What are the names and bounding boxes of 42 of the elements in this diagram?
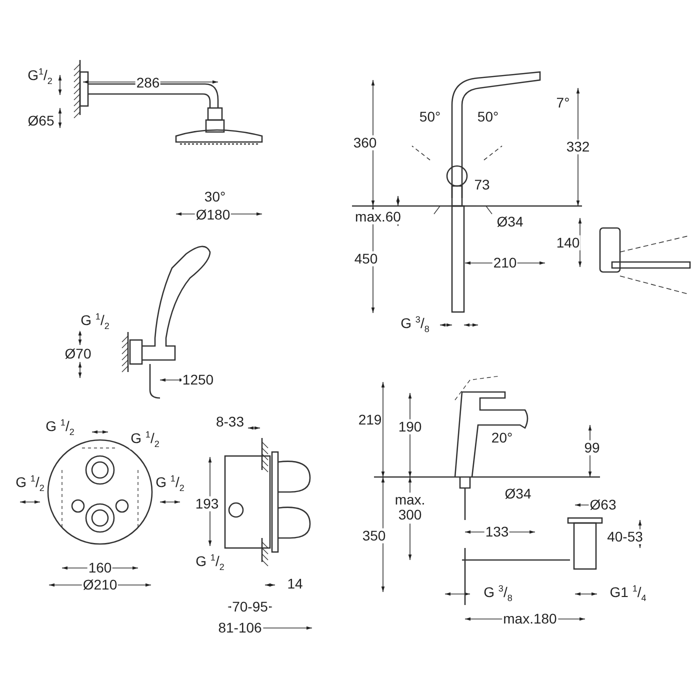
dimension-label: 1250 [181, 372, 215, 388]
dimension-label: G$^{1}$/$_{2}$ [26, 67, 54, 87]
dimension-label: Ø70 [64, 346, 92, 362]
dimension-label: 73 [473, 177, 491, 193]
dimension-label: G $^{1}$/$_{2}$ [154, 474, 186, 494]
dimension-label: G $^{1}$/$_{2}$ [194, 553, 226, 573]
dimension-label: 50° [476, 109, 500, 125]
dimension-label: 70-95 [231, 599, 269, 615]
dimension-label: 210 [492, 255, 518, 271]
dimension-label: 8-33 [214, 414, 246, 430]
dimension-label: 50° [418, 109, 442, 125]
dimension-label: max.180 [502, 611, 558, 627]
dimension-label: 140 [555, 235, 581, 251]
dimension-label: G1 $^{1}$/$_{4}$ [608, 584, 648, 604]
dimension-label: Ø65 [26, 113, 56, 129]
dimension-label: Ø180 [194, 207, 232, 223]
dimension-label: G $^{1}$/$_{2}$ [44, 418, 76, 438]
dimension-label: G $^{1}$/$_{2}$ [80, 312, 110, 332]
dimension-label: 133 [484, 524, 510, 540]
dimension-label: Ø63 [588, 497, 618, 513]
dimension-label: 350 [361, 528, 387, 544]
dimension-label: 193 [194, 496, 220, 512]
dimension-label: 40-53 [606, 529, 644, 545]
dimension-label: 81-106 [217, 620, 263, 636]
dimension-label: 286 [135, 75, 161, 91]
dimension-label: 160 [87, 560, 113, 576]
dimension-label: 360 [352, 135, 378, 151]
dimension-label: G $^{1}$/$_{2}$ [14, 474, 46, 494]
dimension-label: G $^{3}$/$_{8}$ [400, 315, 430, 335]
dimension-label: Ø34 [504, 486, 532, 502]
dimension-label: G $^{3}$/$_{8}$ [482, 584, 514, 604]
dimension-label: 450 [353, 251, 379, 267]
dimension-label: 30° [203, 189, 227, 205]
dimension-label: Ø210 [82, 577, 118, 593]
dimension-label: 20° [490, 430, 514, 446]
dimension-label: 219 [357, 412, 383, 428]
dimension-label: 190 [397, 419, 423, 435]
dimension-label: 99 [583, 440, 601, 456]
dimension-label: G $^{1}$/$_{2}$ [130, 430, 160, 450]
dimension-label: max.60 [354, 209, 402, 225]
dimension-label: 332 [565, 139, 591, 155]
dimension-label: Ø34 [496, 214, 524, 230]
